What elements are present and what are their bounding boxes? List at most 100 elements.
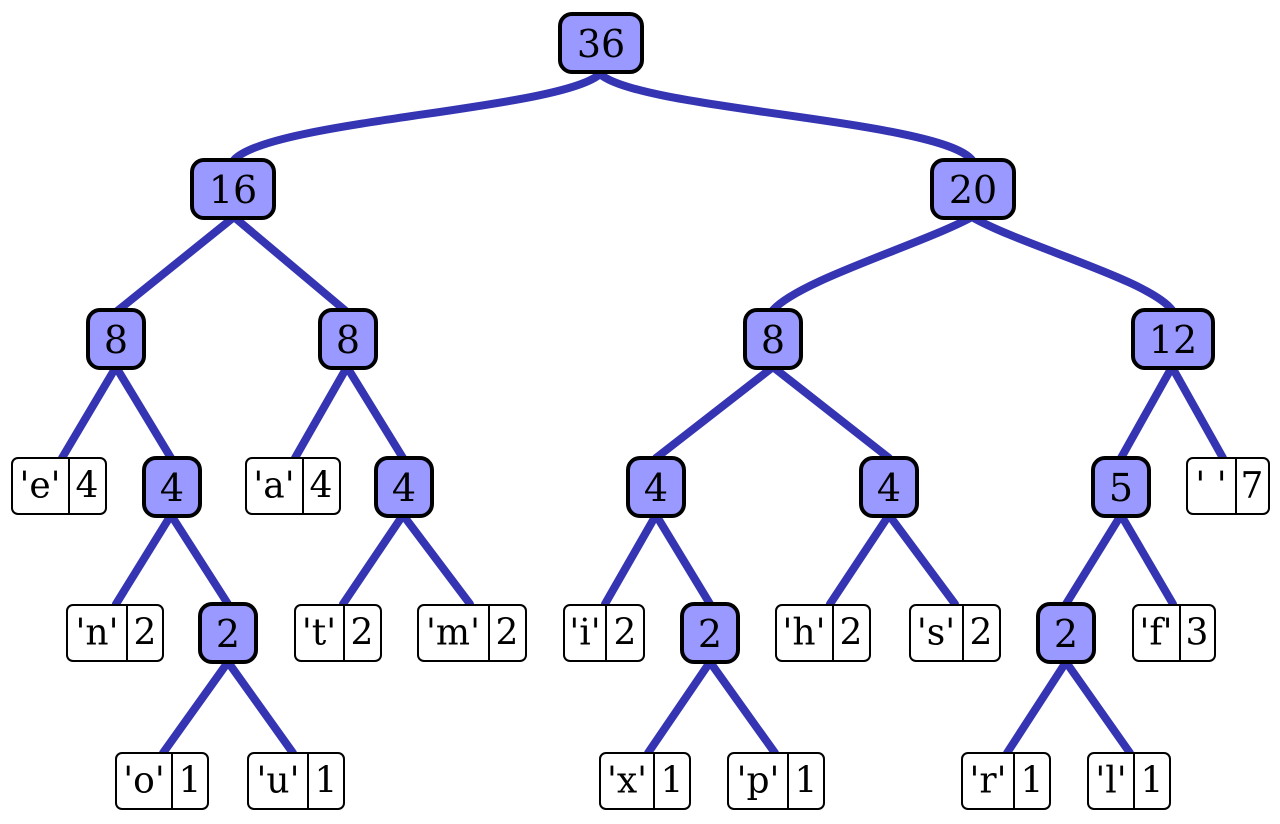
leaf-m: 'm' 2: [417, 604, 527, 662]
node-weight: 16: [209, 168, 257, 212]
node-4b: 4: [374, 456, 434, 518]
node-weight: 2: [698, 612, 722, 656]
leaf-count: 1: [661, 761, 684, 802]
leaf-count: 2: [970, 613, 993, 654]
leaf-count: 2: [840, 613, 863, 654]
node-12: 12: [1131, 308, 1215, 370]
leaf-h: 'h' 2: [775, 604, 871, 662]
edge-4b-m: [399, 511, 474, 608]
leaf-symbol: 'f': [1139, 613, 1172, 654]
leaf-symbol: 'e': [19, 466, 60, 507]
leaf-count: 1: [315, 761, 338, 802]
leaf-space: ' ' 7: [1186, 457, 1270, 515]
edge-4c-i: [601, 511, 660, 608]
leaf-count: 1: [1141, 761, 1164, 802]
leaf-t: 't' 2: [294, 604, 382, 662]
leaf-n: 'n' 2: [66, 604, 164, 662]
leaf-count: 3: [1186, 613, 1209, 654]
leaf-symbol: 'h': [783, 613, 826, 654]
edge-2c-l: [1062, 658, 1134, 757]
leaf-l: 'l' 1: [1087, 752, 1171, 810]
leaf-a: 'a' 4: [245, 457, 341, 515]
node-4a: 4: [142, 456, 202, 518]
leaf-count: 7: [1241, 466, 1264, 507]
edge-20-12: [968, 213, 1176, 314]
leaf-symbol: 'x': [607, 761, 647, 802]
edge-8c-4d: [769, 363, 893, 462]
edge-4c-2b: [652, 511, 714, 608]
leaf-count: 1: [179, 761, 202, 802]
edge-4d-h: [826, 511, 893, 608]
leaf-s: 's' 2: [909, 604, 1001, 662]
node-weight: 2: [216, 612, 240, 656]
leaf-count: 2: [496, 613, 519, 654]
node-weight: 12: [1149, 318, 1197, 362]
leaf-count: 2: [351, 613, 374, 654]
node-2b: 2: [680, 602, 740, 664]
node-weight: 2: [1054, 612, 1078, 656]
leaf-count: 2: [614, 613, 637, 654]
leaf-symbol: 'm': [426, 613, 480, 654]
node-5: 5: [1091, 456, 1151, 518]
leaf-r: 'r' 1: [961, 752, 1051, 810]
leaf-count: 4: [310, 466, 333, 507]
edge-2a-o: [159, 658, 232, 757]
leaf-e: 'e' 4: [11, 457, 107, 515]
edge-16-8a: [112, 213, 238, 316]
leaf-count: 4: [76, 466, 99, 507]
leaf-p: 'p' 1: [727, 752, 825, 810]
edge-8b-a: [291, 363, 351, 462]
node-4c: 4: [626, 456, 686, 518]
node-weight: 20: [949, 168, 997, 212]
leaf-count: 1: [795, 761, 818, 802]
edge-8a-4a: [112, 363, 175, 462]
edge-8b-4b: [343, 363, 407, 462]
edge-2c-r: [1003, 658, 1070, 757]
leaf-symbol: 't': [302, 613, 336, 654]
edge-2a-u: [224, 658, 297, 757]
edge-20-8c: [769, 213, 976, 314]
edge-16-8b: [230, 213, 351, 316]
node-4d: 4: [859, 456, 919, 518]
node-weight: 8: [761, 318, 785, 362]
node-8b: 8: [318, 308, 378, 370]
edge-2b-p: [706, 658, 779, 757]
leaf-f: 'f' 3: [1132, 604, 1216, 662]
leaf-count: 2: [134, 613, 157, 654]
node-20: 20: [930, 158, 1016, 220]
edge-4a-n: [112, 511, 175, 608]
edge-4a-2a: [167, 511, 232, 608]
leaf-o: 'o' 1: [115, 752, 209, 810]
leaf-symbol: 'a': [253, 466, 294, 507]
edge-2b-x: [644, 658, 714, 757]
node-weight: 4: [644, 466, 668, 510]
leaf-symbol: 'r': [969, 761, 1006, 802]
node-weight: 4: [877, 466, 901, 510]
node-weight: 4: [160, 466, 184, 510]
node-weight: 5: [1109, 466, 1133, 510]
leaf-symbol: 'l': [1095, 761, 1126, 802]
leaf-symbol: 'p': [737, 761, 780, 802]
edge-8c-4c: [652, 363, 777, 462]
leaf-x: 'x' 1: [599, 752, 691, 810]
leaf-symbol: 'i': [569, 613, 600, 654]
leaf-symbol: 'o': [123, 761, 164, 802]
node-weight: 8: [336, 318, 360, 362]
edge-5-f: [1117, 511, 1177, 608]
node-root: 36: [558, 12, 644, 74]
leaf-symbol: ' ': [1195, 466, 1226, 507]
edge-root-16: [230, 70, 604, 164]
edge-8a-e: [58, 363, 120, 462]
node-weight: 36: [577, 22, 625, 66]
node-16: 16: [190, 158, 276, 220]
edge-root-20: [596, 70, 976, 164]
leaf-symbol: 'u': [257, 761, 300, 802]
edge-4d-s: [885, 511, 959, 608]
node-2c: 2: [1036, 602, 1096, 664]
node-8a: 8: [86, 308, 146, 370]
node-8c: 8: [743, 308, 803, 370]
edge-12-space: [1168, 363, 1227, 462]
edge-4b-t: [339, 511, 407, 608]
leaf-count: 1: [1021, 761, 1044, 802]
